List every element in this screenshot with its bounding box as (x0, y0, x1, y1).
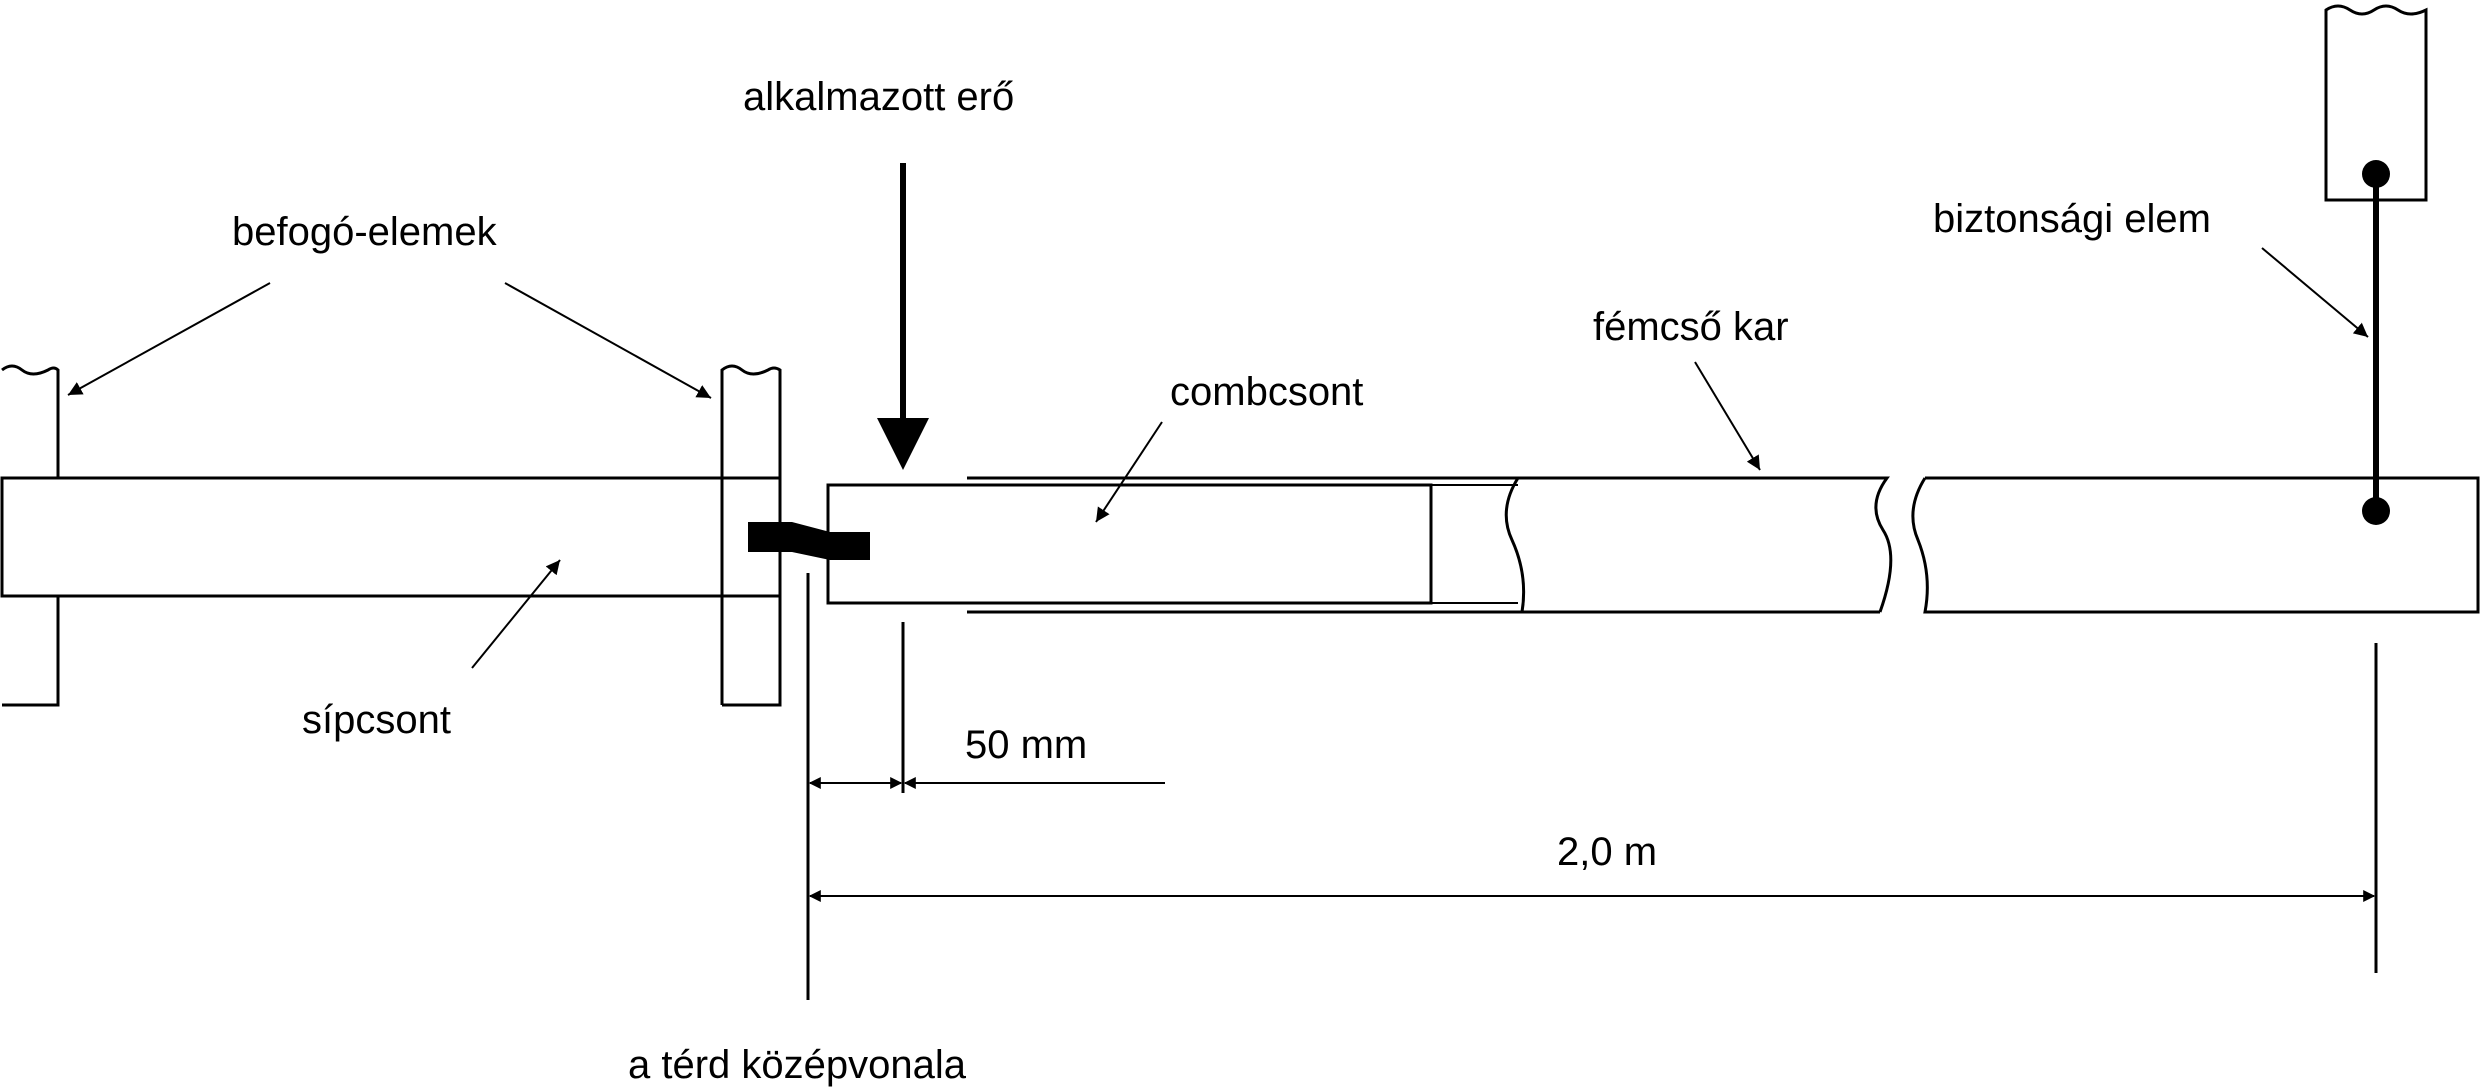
safety-element (2324, 4, 2428, 525)
tibia-leader (471, 559, 561, 669)
arm-leader (1694, 361, 1761, 471)
dim-50mm-label: 50 mm (965, 723, 1087, 767)
knee-joint (748, 522, 870, 560)
metal-tube-arm-label: fémcső kar (1593, 305, 1789, 349)
clamp-leader-left (67, 282, 271, 396)
dim-2m-label: 2,0 m (1557, 830, 1657, 874)
metal-tube-arm (967, 476, 2480, 614)
safety-leader (2261, 247, 2369, 338)
femur-leader (1095, 421, 1163, 523)
left-clamp (1, 364, 60, 707)
clamps-label: befogó-elemek (232, 210, 498, 254)
applied-force-arrow (877, 163, 929, 470)
knee-centerline-label: a térd középvonala (628, 1043, 967, 1087)
tibia-bar (0, 476, 782, 598)
safety-element-label: biztonsági elem (1933, 197, 2211, 241)
femur (826, 483, 1518, 605)
femur-label: combcsont (1170, 370, 1363, 414)
dimension-lines (806, 573, 2378, 1000)
tibia-label: sípcsont (302, 698, 451, 742)
applied-force-label: alkalmazott erő (743, 75, 1014, 119)
clamp-leader-right (504, 282, 712, 399)
